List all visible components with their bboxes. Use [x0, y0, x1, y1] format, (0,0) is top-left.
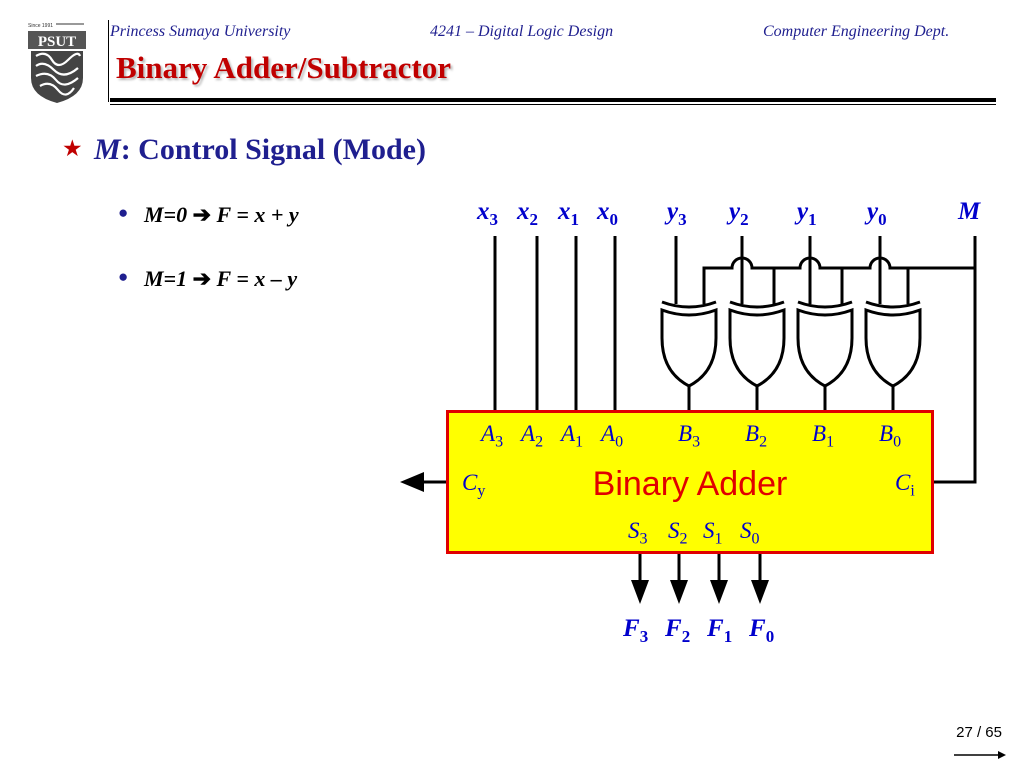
xor-gate-2: [728, 300, 786, 388]
port-a0: A0: [601, 421, 624, 451]
xor-gate-0: [864, 300, 922, 388]
bullet-main-text: : Control Signal (Mode): [120, 133, 426, 166]
f1-arrow-icon: [710, 580, 728, 604]
sub-bullet-2-result: F = x – y: [216, 266, 298, 291]
port-b0: B0: [879, 421, 902, 451]
next-slide-arrow-icon[interactable]: [952, 748, 1008, 762]
port-carry-out: Cy: [462, 470, 486, 500]
label-x2: x2: [517, 198, 538, 229]
slide-title: Binary Adder/Subtractor: [116, 50, 451, 85]
wire-m-carry-in: [934, 268, 977, 484]
label-f1: F1: [707, 615, 733, 646]
header-course: 4241 – Digital Logic Design: [430, 23, 614, 40]
arrow-right-icon: ➔: [192, 266, 212, 291]
port-carry-in: Ci: [895, 470, 915, 500]
bullet-main-var: M: [94, 133, 121, 166]
label-y1: y1: [797, 198, 817, 229]
title-rule-thick: [110, 98, 996, 102]
port-s0: S0: [740, 518, 760, 548]
label-f0: F0: [749, 615, 775, 646]
sub-bullet-1-mode: M=0: [144, 202, 188, 227]
label-y2: y2: [729, 198, 749, 229]
page-number: 27 / 65: [956, 724, 1002, 741]
f3-arrow-icon: [631, 580, 649, 604]
binary-adder-block: Binary Adder: [446, 410, 934, 554]
sub-bullet-1: M=0 ➔ F = x + y: [144, 202, 299, 228]
port-s3: S3: [628, 518, 648, 548]
wire-m-bus: [702, 236, 977, 304]
label-f2: F2: [665, 615, 691, 646]
f0-arrow-icon: [751, 580, 769, 604]
label-x3: x3: [477, 198, 498, 229]
adder-name: Binary Adder: [592, 465, 788, 503]
port-b2: B2: [745, 421, 768, 451]
port-s2: S2: [668, 518, 688, 548]
carry-out-arrow-icon: [400, 472, 424, 492]
sub-bullet-2-mode: M=1: [144, 266, 188, 291]
port-b3: B3: [678, 421, 701, 451]
label-mode: M: [958, 198, 981, 225]
port-a2: A2: [521, 421, 544, 451]
label-y3: y3: [667, 198, 687, 229]
header-department: Computer Engineering Dept.: [763, 23, 950, 40]
sub-bullet-2: M=1 ➔ F = x – y: [144, 266, 297, 292]
xor-gate-3: [660, 300, 718, 388]
label-x1: x1: [558, 198, 579, 229]
f2-arrow-icon: [670, 580, 688, 604]
header-divider: [108, 20, 109, 102]
label-x0: x0: [597, 198, 618, 229]
port-b1: B1: [812, 421, 835, 451]
header-university: Princess Sumaya University: [110, 23, 291, 40]
title-rule-thin: [110, 104, 996, 105]
logo-since-text: Since 1991: [28, 23, 53, 29]
label-f3: F3: [623, 615, 649, 646]
label-y0: y0: [867, 198, 887, 229]
psut-logo: Since 1991 PSUT: [26, 20, 88, 104]
star-bullet-icon: ★: [62, 136, 83, 161]
logo-acronym-text: PSUT: [38, 34, 76, 50]
port-s1: S1: [703, 518, 723, 548]
port-a3: A3: [481, 421, 504, 451]
xor-gate-1: [796, 300, 854, 388]
sub-bullet-1-result: F = x + y: [216, 202, 299, 227]
port-a1: A1: [561, 421, 584, 451]
bullet-main: M: Control Signal (Mode): [94, 133, 426, 167]
dot-bullet-icon: ●: [118, 203, 129, 222]
dot-bullet-icon: ●: [118, 267, 129, 286]
arrow-right-icon: ➔: [192, 202, 212, 227]
